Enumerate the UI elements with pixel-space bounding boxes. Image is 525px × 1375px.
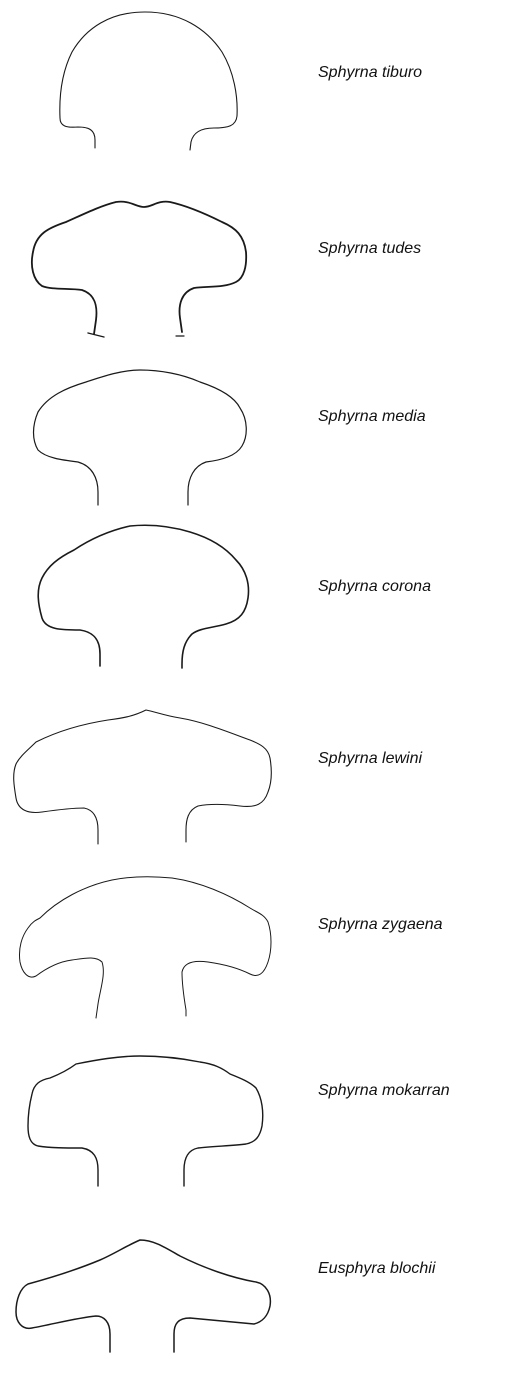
species-label-tiburo: Sphyrna tiburo [318, 64, 422, 82]
species-row-blochii: Eusphyra blochii [0, 1190, 525, 1360]
species-label-zygaena: Sphyrna zygaena [318, 916, 443, 934]
head-outline-zygaena [0, 852, 300, 1022]
species-row-tudes: Sphyrna tudes [0, 172, 525, 342]
species-label-mokarran: Sphyrna mokarran [318, 1082, 450, 1100]
species-row-media: Sphyrna media [0, 340, 525, 510]
head-outline-lewini [0, 680, 300, 850]
species-label-corona: Sphyrna corona [318, 578, 431, 596]
species-row-tiburo: Sphyrna tiburo [0, 0, 525, 170]
species-row-mokarran: Sphyrna mokarran [0, 1018, 525, 1188]
head-outline-blochii [0, 1190, 300, 1360]
head-outline-tudes [0, 172, 300, 342]
species-row-zygaena: Sphyrna zygaena [0, 852, 525, 1022]
head-outline-media [0, 340, 300, 510]
head-outline-mokarran [0, 1018, 300, 1188]
species-label-blochii: Eusphyra blochii [318, 1260, 435, 1278]
species-label-lewini: Sphyrna lewini [318, 750, 422, 768]
species-row-corona: Sphyrna corona [0, 508, 525, 678]
species-row-lewini: Sphyrna lewini [0, 680, 525, 850]
head-outline-tiburo [0, 0, 300, 170]
species-label-tudes: Sphyrna tudes [318, 240, 421, 258]
species-label-media: Sphyrna media [318, 408, 426, 426]
head-outline-corona [0, 508, 300, 678]
